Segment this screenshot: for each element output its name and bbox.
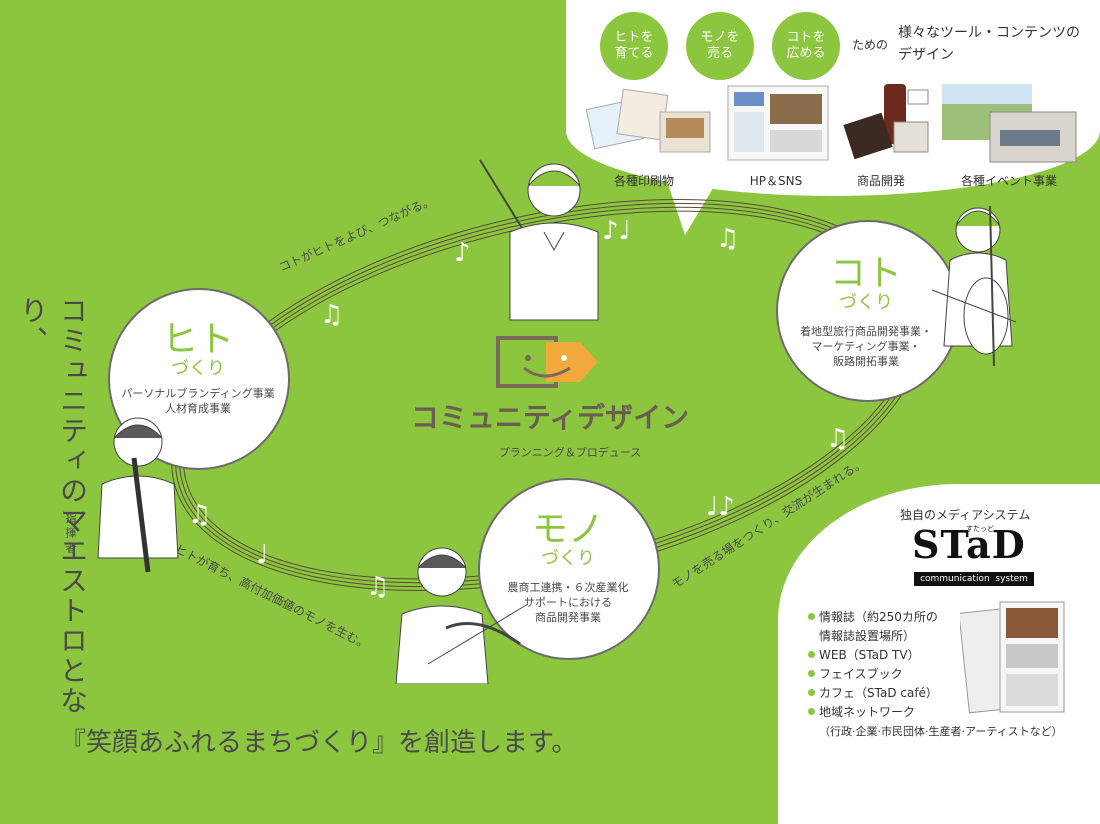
hito-zukuri-circle xyxy=(108,288,290,470)
circle-mono-text: モノを 売る xyxy=(700,30,740,61)
web-thumbnail xyxy=(727,85,829,161)
stad-logo-sub: communication system xyxy=(914,572,1034,586)
stad-list-item: 情報誌設置場所） xyxy=(819,629,916,643)
stad-logo: STaD xyxy=(912,522,1026,567)
bullet-icon xyxy=(808,613,815,620)
conductor-illustration xyxy=(479,159,599,321)
music-note-icon: ♫ xyxy=(366,572,390,602)
stad-list-item: WEB（STaD TV） xyxy=(808,646,1063,665)
bullet-icon xyxy=(808,651,815,658)
koto-big-label: コト xyxy=(829,253,902,294)
circle-hito-sodateru: ヒトを 育てる xyxy=(600,12,668,80)
center-title: コミュニティデザイン xyxy=(410,401,690,434)
stad-list: 情報誌（約250カ所の 情報誌設置場所） WEB（STaD TV） フェイスブッ… xyxy=(808,608,1063,741)
center-subtitle: プランニング＆プロデュース xyxy=(498,446,642,459)
community-design-diagram: ヒトを 育てる モノを 売る コトを 広める ための 様々なツール・コンテンツの… xyxy=(16,0,1100,824)
music-note-icon: ♩ xyxy=(256,540,269,570)
music-note-icon: ♩♪ xyxy=(706,492,735,522)
circle-hito-text: ヒトを 育てる xyxy=(614,30,654,61)
bubble-tail xyxy=(660,160,730,235)
violinist-illustration xyxy=(395,547,529,684)
circle-koto-text: コトを 広める xyxy=(786,30,826,61)
stad-list-item: フェイスブック xyxy=(808,665,1063,684)
vertical-main-text: コミュニティのマエストロとなり、 xyxy=(16,296,89,716)
hito-sub-label: づくり xyxy=(171,358,225,379)
magazine-thumbnail xyxy=(960,601,1065,714)
print-thumbnail xyxy=(585,88,711,153)
stad-logo-small: すたっど xyxy=(966,525,994,533)
caption-web: HP＆SNS xyxy=(749,174,803,188)
clarinetist-illustration xyxy=(97,417,179,573)
mono-zukuri-circle xyxy=(478,478,660,660)
mono-description: 農商工連携・６次産業化 サポートにおける 商品開発事業 xyxy=(507,581,629,624)
stad-heading: 独自のメディアシステム xyxy=(900,508,1031,522)
caption-print: 各種印刷物 xyxy=(613,174,674,188)
event-thumbnail xyxy=(942,84,1077,163)
music-note-icon: ♫ xyxy=(826,424,850,454)
koto-sub-label: づくり xyxy=(839,292,893,313)
cellist-illustration xyxy=(931,205,1017,367)
music-note-icon: ♪♩ xyxy=(602,216,631,246)
mono-sub-label: づくり xyxy=(541,548,595,569)
circle-koto-hiromeru: コトを 広める xyxy=(772,12,840,80)
mono-big-label: モノ xyxy=(531,509,604,550)
tame-label: ための xyxy=(852,38,889,52)
product-thumbnail xyxy=(843,84,929,160)
bullet-icon xyxy=(808,708,815,715)
top-heading: 様々なツール・コンテンツの デザイン xyxy=(898,25,1080,63)
bottom-slogan: 『笑顔あふれるまちづくり』を創造します。 xyxy=(60,728,578,758)
stad-list-item: 地域ネットワーク xyxy=(808,703,1063,722)
stad-list-item: 情報誌（約250カ所の xyxy=(808,608,1063,627)
stad-logo-text: STaD xyxy=(912,522,1026,567)
music-note-icon: ♫ xyxy=(188,500,212,530)
bullet-icon xyxy=(808,689,815,696)
koto-description: 着地型旅行商品開発事業・ マーケティング事業・ 販路開拓事業 xyxy=(800,325,932,368)
music-note-icon: ♪ xyxy=(454,238,471,268)
stad-list-item: （行政·企業·市民団体·生産者·アーティストなど） xyxy=(819,725,1063,738)
caption-event: 各種イベント事業 xyxy=(960,174,1057,188)
koto-zukuri-circle xyxy=(776,220,960,402)
bullet-icon xyxy=(808,670,815,677)
hito-big-label: ヒト xyxy=(161,319,234,360)
community-design-logo xyxy=(496,336,598,388)
hito-description: パーソナルブランディング事業 人材育成事業 xyxy=(121,387,275,415)
caption-product: 商品開発 xyxy=(856,174,905,188)
music-note-icon: ♫ xyxy=(716,224,740,254)
music-note-icon: ♫ xyxy=(320,300,344,330)
circle-mono-uru: モノを 売る xyxy=(686,12,754,80)
vertical-small-text: 指揮者 xyxy=(64,512,77,557)
stad-list-item: カフェ（STaD café） xyxy=(808,684,1063,703)
